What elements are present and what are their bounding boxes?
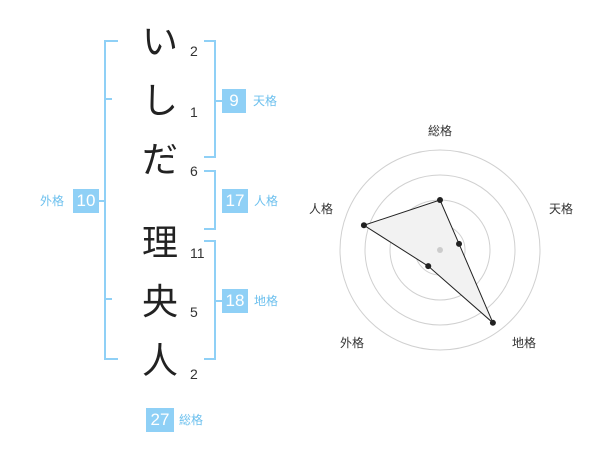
soukaku-label: 総格: [179, 413, 204, 427]
chikaku-label: 地格: [254, 294, 279, 308]
radar-label-chikaku: 地格: [512, 336, 537, 350]
name-char-4: 理: [142, 223, 179, 264]
radar-center-dot: [437, 247, 443, 253]
name-char-3: だ: [142, 140, 179, 181]
radar-point-2: [456, 240, 463, 247]
radar-label-soukaku: 総格: [428, 124, 453, 138]
jinkaku-label: 人格: [254, 194, 279, 208]
stroke-count-3: 6: [190, 163, 198, 179]
radar-label-jinkaku: 人格: [309, 202, 334, 216]
jinkaku-value: 17: [222, 189, 248, 213]
radar-chart: [339, 149, 541, 351]
radar-label-gaikaku: 外格: [340, 336, 365, 350]
gaikaku-value: 10: [73, 189, 99, 213]
radar-ring-4: [339, 149, 541, 351]
radar-point-1: [437, 197, 443, 203]
stroke-count-5: 5: [190, 304, 198, 320]
stroke-count-2: 1: [190, 104, 198, 120]
radar-point-3: [489, 319, 496, 326]
soukaku-value: 27: [146, 408, 174, 432]
stroke-count-1: 2: [190, 43, 198, 59]
name-char-1: い: [142, 22, 179, 63]
radar-ring-3: [364, 174, 516, 326]
stroke-count-6: 2: [190, 366, 198, 382]
tenkaku-value: 9: [222, 89, 246, 113]
tenkaku-label: 天格: [253, 94, 278, 108]
radar-shape: [362, 199, 494, 324]
radar-point-4: [425, 263, 432, 270]
radar-label-tenkaku: 天格: [549, 202, 574, 216]
gaikaku-label: 外格: [40, 194, 65, 208]
radar-point-5: [360, 222, 367, 229]
name-char-2: し: [142, 81, 179, 122]
name-char-5: 央: [142, 282, 179, 323]
chikaku-value: 18: [222, 289, 248, 313]
stroke-count-4: 11: [190, 245, 205, 261]
name-char-6: 人: [142, 341, 179, 382]
